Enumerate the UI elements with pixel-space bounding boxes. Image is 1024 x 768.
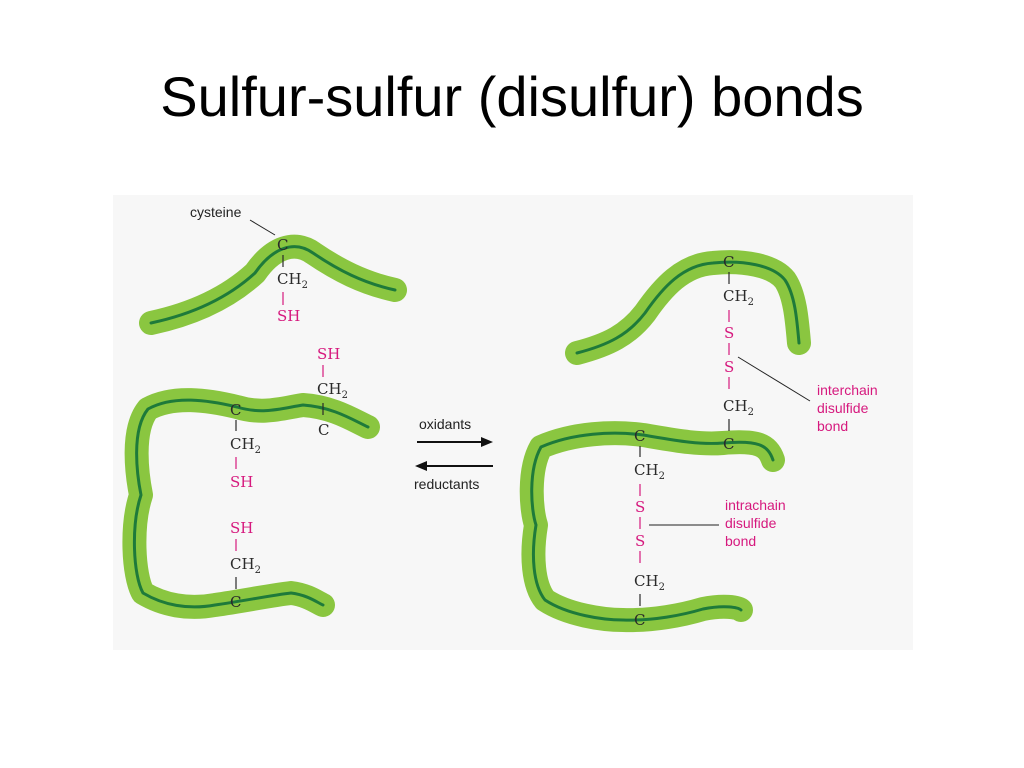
carbon-atom: C [230,401,241,419]
right-top-chain [565,250,811,365]
diagram-canvas: cysteine C CH2 SH SH CH2 C C CH2 SH SH C… [113,195,913,650]
thiol-group: SH [230,473,253,491]
thiol-group: SH [317,345,340,363]
reductants-label: reductants [414,476,479,492]
ch2-group: CH2 [230,555,261,576]
ch2-group: CH2 [317,380,348,401]
interchain-label-line2: disulfide [817,400,869,416]
ch2-group: CH2 [230,435,261,456]
ch2-group: CH2 [277,270,308,291]
sulfur-atom: S [635,498,645,516]
intrachain-label-line1: intrachain [725,497,786,513]
reverse-arrowhead [415,461,427,471]
cysteine-pointer [249,219,276,236]
thiol-group: SH [277,307,300,325]
oxidants-label: oxidants [419,416,471,432]
interchain-label-line1: interchain [817,382,878,398]
carbon-atom: C [723,253,734,271]
interchain-label-line3: bond [817,418,848,434]
thiol-group: SH [230,519,253,537]
intrachain-label-line3: bond [725,533,756,549]
figure-background [113,195,913,650]
carbon-atom: C [634,611,645,629]
ch2-group: CH2 [723,397,754,418]
slide-title: Sulfur-sulfur (disulfur) bonds [160,65,864,128]
carbon-atom: C [723,435,734,453]
carbon-atom: C [277,236,288,254]
sulfur-atom: S [724,324,734,342]
interchain-pointer [737,356,811,402]
forward-arrowhead [481,437,493,447]
cysteine-label: cysteine [190,204,242,220]
ch2-group: CH2 [634,461,665,482]
sulfur-atom: S [635,532,645,550]
ch2-group: CH2 [634,572,665,593]
sulfur-atom: S [724,358,734,376]
carbon-atom: C [318,421,329,439]
left-bottom-chain [122,388,380,619]
left-top-chain [139,234,407,335]
intrachain-label-line2: disulfide [725,515,777,531]
carbon-atom: C [634,427,645,445]
carbon-atom: C [230,593,241,611]
ch2-group: CH2 [723,287,754,308]
disulfide-bond-diagram: cysteine C CH2 SH SH CH2 C C CH2 SH SH C… [113,195,913,650]
right-bottom-chain [519,421,785,633]
